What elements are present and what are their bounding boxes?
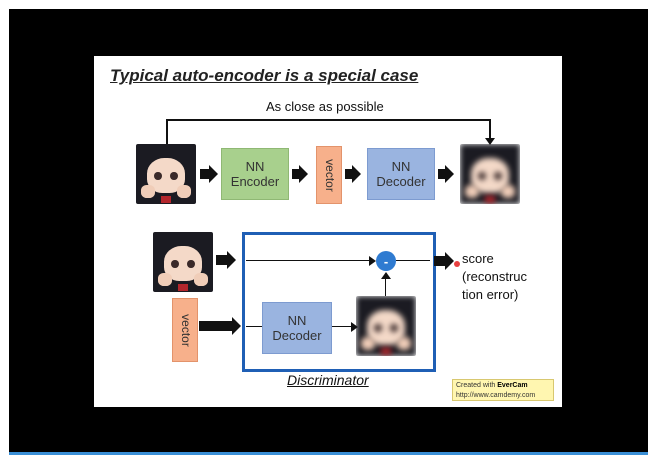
edge-to-decoder-line	[246, 326, 262, 327]
vector-label-top: vector	[322, 158, 337, 192]
arrowhead-to-image	[351, 322, 358, 332]
arrowhead-to-minus	[369, 256, 376, 266]
recon-up-line	[385, 278, 386, 296]
arrow-icon	[299, 165, 308, 183]
arrow-shaft	[345, 169, 353, 179]
discriminator-label: Discriminator	[287, 372, 369, 388]
watermark-created-with: Created with	[456, 382, 498, 389]
input-image	[136, 144, 196, 204]
cursor-highlight	[454, 261, 460, 267]
minus-operator-icon: -	[376, 251, 396, 271]
arrow-shaft	[216, 255, 228, 265]
feedback-line-right	[489, 119, 491, 139]
nn-decoder-box-top: NN Decoder	[367, 148, 435, 200]
feedback-arrowhead	[485, 138, 495, 145]
arrow-icon	[232, 317, 241, 335]
watermark-brand: EverCam	[497, 382, 528, 389]
input-image-bottom	[153, 232, 213, 292]
reconstructed-image-top	[460, 144, 520, 204]
arrow-icon	[209, 165, 218, 183]
nn-encoder-box: NN Encoder	[221, 148, 289, 200]
nn-decoder-box-bottom: NN Decoder	[262, 302, 332, 354]
arrow-shaft	[438, 169, 446, 179]
input-to-minus-line	[246, 260, 370, 261]
decoder-to-image-line	[332, 326, 352, 327]
arrow-shaft	[199, 321, 233, 331]
vector-box-bottom: vector	[172, 298, 198, 362]
arrow-shaft	[200, 169, 210, 179]
score-arrow-icon	[445, 252, 454, 270]
video-progress-bar[interactable]	[9, 452, 648, 455]
score-arrow-shaft	[434, 256, 446, 266]
feedback-line-top	[166, 119, 490, 121]
watermark-url: http://www.camdemy.com	[456, 392, 536, 399]
arrow-shaft	[292, 169, 300, 179]
slide-title: Typical auto-encoder is a special case	[110, 66, 419, 85]
evercam-watermark: Created with EverCam http://www.camdemy.…	[452, 379, 554, 401]
vector-label-bottom: vector	[178, 313, 193, 347]
vector-box-top: vector	[316, 146, 342, 204]
arrow-icon	[227, 251, 236, 269]
arrow-icon	[352, 165, 361, 183]
close-as-possible-label: As close as possible	[266, 99, 384, 114]
feedback-line-left	[166, 120, 168, 146]
score-label: score (reconstruc tion error)	[462, 251, 528, 302]
slide: Typical auto-encoder is a special case A…	[94, 56, 562, 407]
discriminator-box	[242, 232, 436, 372]
arrow-icon	[445, 165, 454, 183]
minus-to-edge-line	[396, 260, 430, 261]
reconstructed-image-bottom	[356, 296, 416, 356]
arrowhead-up	[381, 272, 391, 279]
